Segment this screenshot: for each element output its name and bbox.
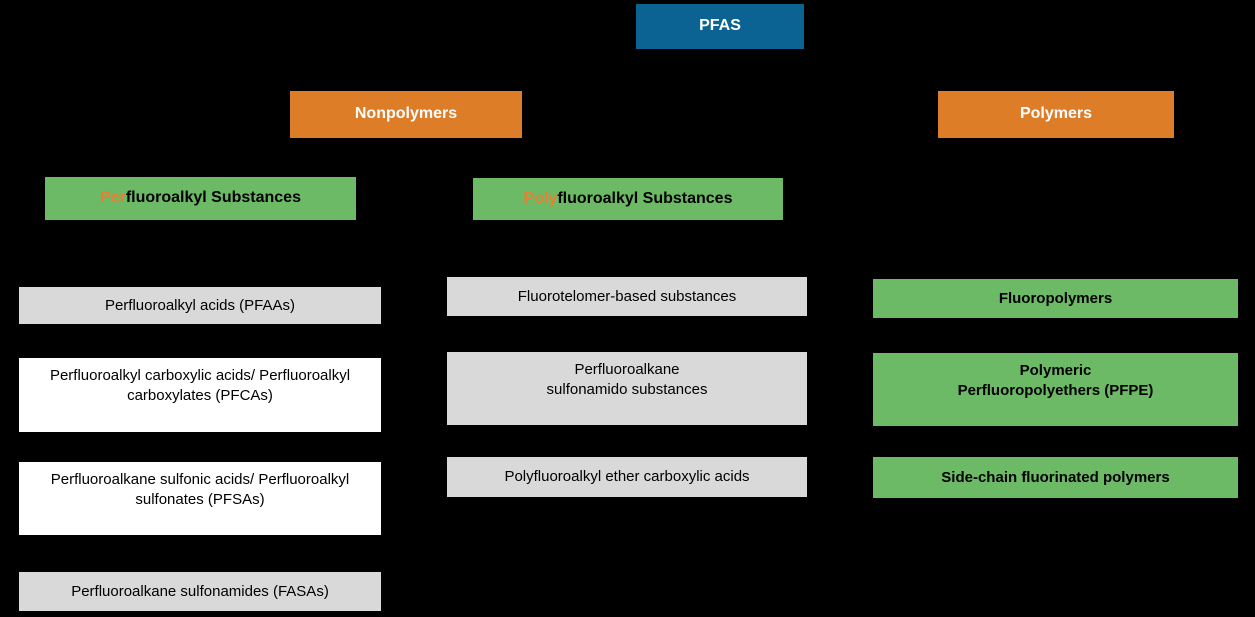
node-side-chain-fluorinated-polymers: Side-chain fluorinated polymers <box>871 455 1240 500</box>
node-polyfluoroalkyl-ether-carboxylic-acids: Polyfluoroalkyl ether carboxylic acids <box>445 455 809 499</box>
polyfluoroalkyl-prefix: Poly <box>523 189 558 207</box>
node-perfluoroalkane-sulfonamido-substances: Perfluoroalkane sulfonamido substances <box>445 350 809 427</box>
perfluoroalkyl-prefix: Per <box>100 189 126 207</box>
node-perfluoroalkane-sulfonamides-fasas: Perfluoroalkane sulfonamides (FASAs) <box>17 570 383 613</box>
node-perfluoroalkyl-acids-pfaas: Perfluoroalkyl acids (PFAAs) <box>17 285 383 326</box>
node-polyfluoroalkyl-substances: Polyfluoroalkyl Substances <box>471 176 785 222</box>
node-polymers: Polymers <box>938 91 1174 138</box>
node-perfluoroalkyl-substances-label: Perfluoroalkyl Substances <box>100 188 301 209</box>
perfluoroalkyl-rest: fluoroalkyl Substances <box>125 189 301 207</box>
node-pfas: PFAS <box>636 4 804 49</box>
node-nonpolymers: Nonpolymers <box>290 91 522 138</box>
node-perfluoroalkyl-carboxylic-acids-pfcas: Perfluoroalkyl carboxylic acids/ Perfluo… <box>17 356 383 434</box>
node-perfluoroalkyl-substances: Perfluoroalkyl Substances <box>43 175 358 222</box>
node-polymeric-perfluoropolyethers-pfpe: Polymeric Perfluoropolyethers (PFPE) <box>871 351 1240 428</box>
polyfluoroalkyl-rest: fluoroalkyl Substances <box>557 189 733 207</box>
node-perfluoroalkane-sulfonic-acids-pfsas: Perfluoroalkane sulfonic acids/ Perfluor… <box>17 460 383 537</box>
node-fluoropolymers: Fluoropolymers <box>871 277 1240 320</box>
node-fluorotelomer-based-substances: Fluorotelomer-based substances <box>445 275 809 318</box>
node-polyfluoroalkyl-substances-label: Polyfluoroalkyl Substances <box>524 189 733 210</box>
